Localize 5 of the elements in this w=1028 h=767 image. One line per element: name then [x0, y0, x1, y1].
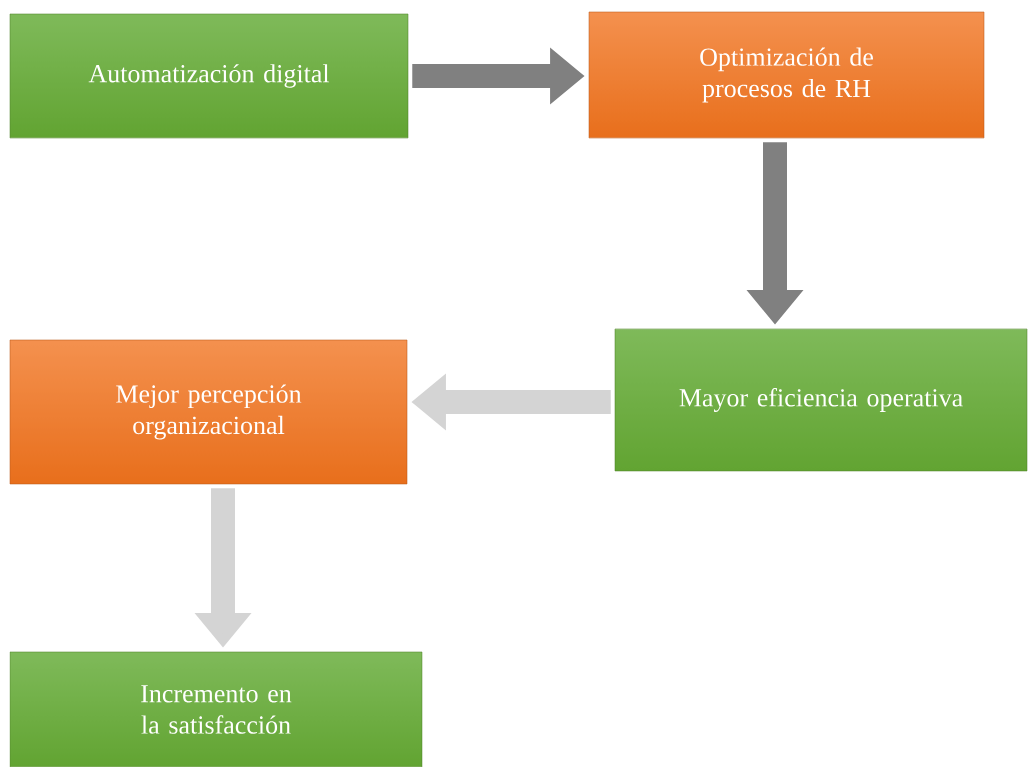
process-box: Optimización de procesos de RH — [588, 11, 985, 139]
process-box: Incremento en la satisfacción — [9, 651, 423, 767]
process-box: Mejor percepción organizacional — [9, 339, 408, 485]
process-box: Automatización digital — [9, 13, 409, 139]
process-box: Mayor eficiencia operativa — [614, 328, 1028, 472]
